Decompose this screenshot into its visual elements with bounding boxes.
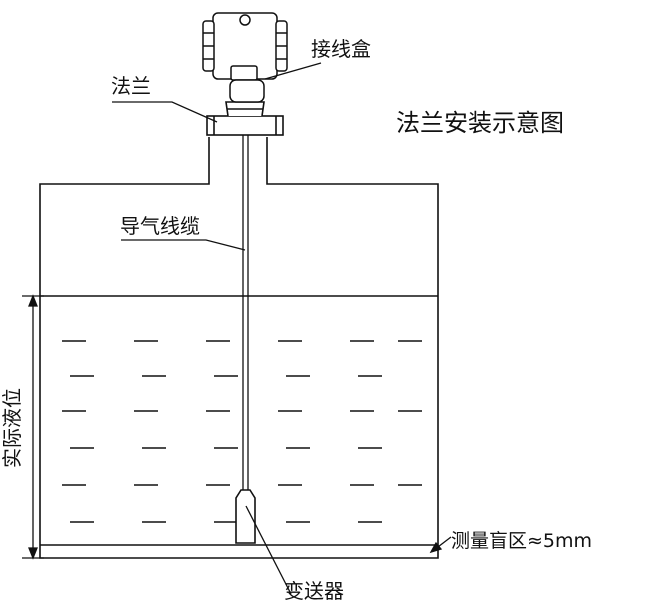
diagram-title: 法兰安装示意图 (396, 109, 564, 137)
blind-zone-arrow-icon (429, 541, 443, 554)
liquid-dashes (62, 340, 422, 523)
flange-leader (112, 101, 218, 123)
cable (242, 135, 249, 492)
tank (39, 137, 439, 559)
label-junction-box: 接线盒 (311, 37, 371, 61)
cable-leader (121, 239, 246, 251)
level-arrow-up-icon (28, 294, 38, 307)
junction-box-connector (229, 79, 265, 103)
tank-outline (39, 137, 439, 559)
label-flange: 法兰 (111, 74, 151, 98)
leader-lines (112, 62, 452, 595)
transmitter-leader (245, 505, 292, 595)
flange (206, 101, 284, 136)
junction-box-leader (264, 62, 322, 80)
level-dimension (22, 294, 44, 560)
transmitter-probe (235, 489, 256, 544)
junction-box-screw-icon (239, 14, 251, 26)
junction-box-clamp (230, 65, 258, 81)
label-transmitter: 变送器 (284, 579, 344, 603)
label-actual-level: 实际液位 (0, 388, 24, 468)
flange-plate (206, 115, 284, 136)
level-arrow-down-icon (28, 547, 38, 560)
label-blind-zone: 测量盲区≈5mm (451, 530, 592, 552)
junction-box (202, 12, 288, 103)
label-cable: 导气线缆 (120, 214, 200, 238)
